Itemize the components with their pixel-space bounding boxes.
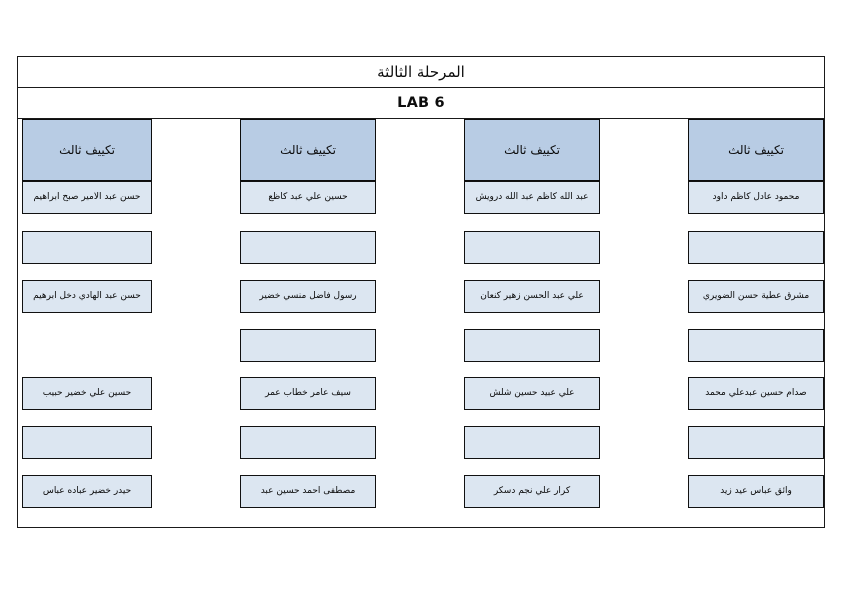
roster-cell[interactable]: حسين علي خضير حبيب [22, 377, 152, 410]
roster-cell[interactable]: وائق عباس عيد زيد [688, 475, 824, 508]
roster-cell[interactable]: مصطفى احمد حسين عبد [240, 475, 376, 508]
column-header-1: تكييف ثالث [688, 119, 824, 181]
roster-cell[interactable]: سيف عامر خطاب عمر [240, 377, 376, 410]
columns-container: تكييف ثالث محمود عادل كاظم داود مشرق عطي… [18, 119, 824, 529]
roster-cell-empty[interactable] [22, 231, 152, 264]
roster-cell-empty[interactable] [240, 426, 376, 459]
roster-cell-empty[interactable] [464, 329, 600, 362]
roster-cell-empty[interactable] [688, 426, 824, 459]
column-header-3: تكييف ثالث [240, 119, 376, 181]
roster-cell-empty[interactable] [464, 426, 600, 459]
roster-cell-empty[interactable] [688, 231, 824, 264]
roster-cell-empty[interactable] [688, 329, 824, 362]
roster-cell[interactable]: صدام حسين عبدعلي محمد [688, 377, 824, 410]
roster-cell-empty[interactable] [464, 231, 600, 264]
roster-column-2: تكييف ثالث عبد الله كاظم عبد الله درويش … [464, 119, 600, 529]
roster-cell[interactable]: حسن عبد الهادي دخل ابرهيم [22, 280, 152, 313]
roster-cell[interactable]: علي عبيد حسين شلش [464, 377, 600, 410]
column-header-2: تكييف ثالث [464, 119, 600, 181]
roster-cell-empty[interactable] [240, 231, 376, 264]
stage-title: المرحلة الثالثة [18, 57, 824, 88]
roster-cell[interactable]: حيدر خضير عباده عباس [22, 475, 152, 508]
roster-cell[interactable]: حسن عبد الامير صبح ابراهيم [22, 181, 152, 214]
roster-cell[interactable]: عبد الله كاظم عبد الله درويش [464, 181, 600, 214]
roster-cell[interactable]: رسول فاضل منسي خضير [240, 280, 376, 313]
roster-column-1: تكييف ثالث محمود عادل كاظم داود مشرق عطي… [688, 119, 824, 529]
lab-title: LAB 6 [18, 88, 824, 119]
roster-sheet: المرحلة الثالثة LAB 6 تكييف ثالث محمود ع… [17, 56, 825, 528]
roster-cell[interactable]: علي عبد الحسن زهير كنعان [464, 280, 600, 313]
roster-cell[interactable]: كرار علي نجم دسكر [464, 475, 600, 508]
roster-cell[interactable]: حسين علي عبد كاظع [240, 181, 376, 214]
roster-column-4: تكييف ثالث حسن عبد الامير صبح ابراهيم حس… [16, 119, 152, 529]
roster-column-3: تكييف ثالث حسين علي عبد كاظع رسول فاضل م… [240, 119, 376, 529]
roster-cell-empty[interactable] [240, 329, 376, 362]
column-header-4: تكييف ثالث [22, 119, 152, 181]
roster-cell-empty[interactable] [22, 426, 152, 459]
roster-cell[interactable]: محمود عادل كاظم داود [688, 181, 824, 214]
roster-cell[interactable]: مشرق عطية حسن الضويري [688, 280, 824, 313]
